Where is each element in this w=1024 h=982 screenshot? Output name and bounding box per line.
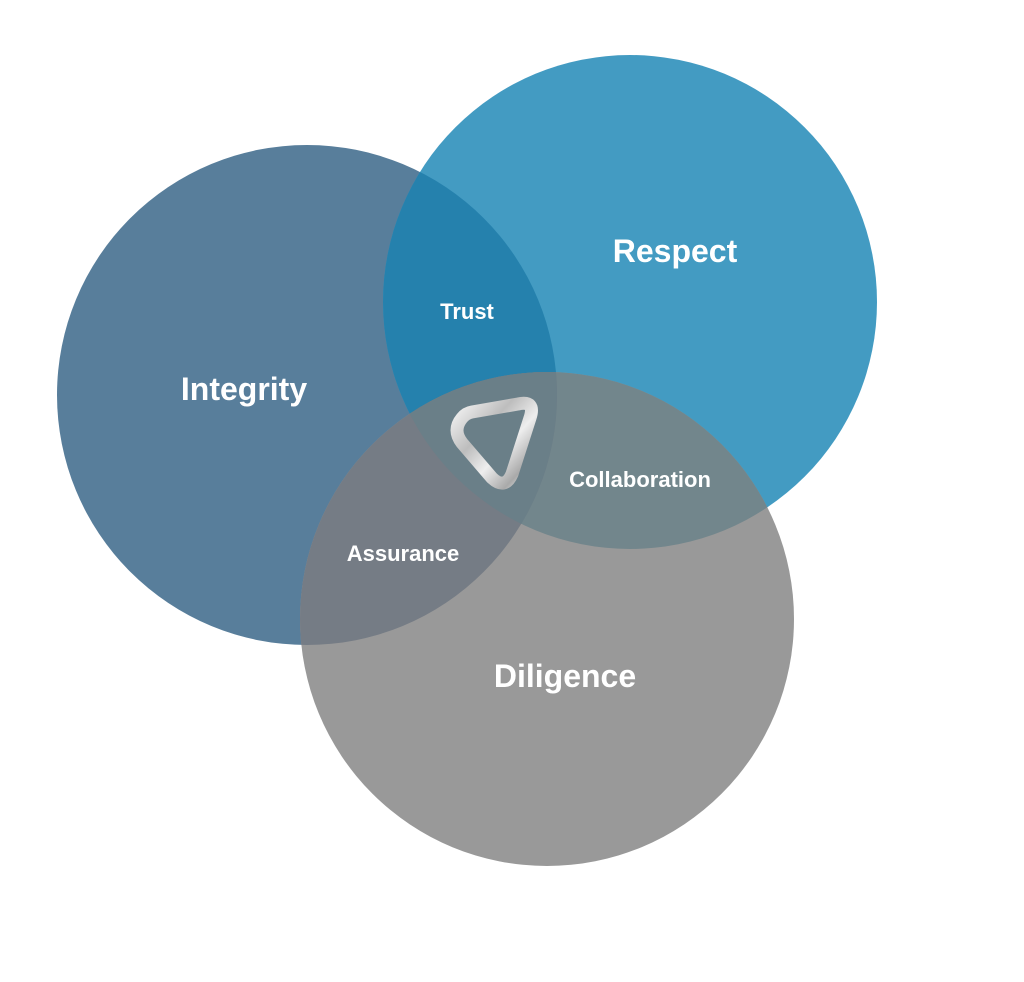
label-trust: Trust <box>440 299 494 324</box>
label-diligence: Diligence <box>494 658 636 694</box>
rounded-triangle-logo-icon <box>450 396 538 490</box>
label-collaboration: Collaboration <box>569 467 711 492</box>
label-assurance: Assurance <box>347 541 460 566</box>
label-respect: Respect <box>613 233 738 269</box>
label-integrity: Integrity <box>181 371 307 407</box>
